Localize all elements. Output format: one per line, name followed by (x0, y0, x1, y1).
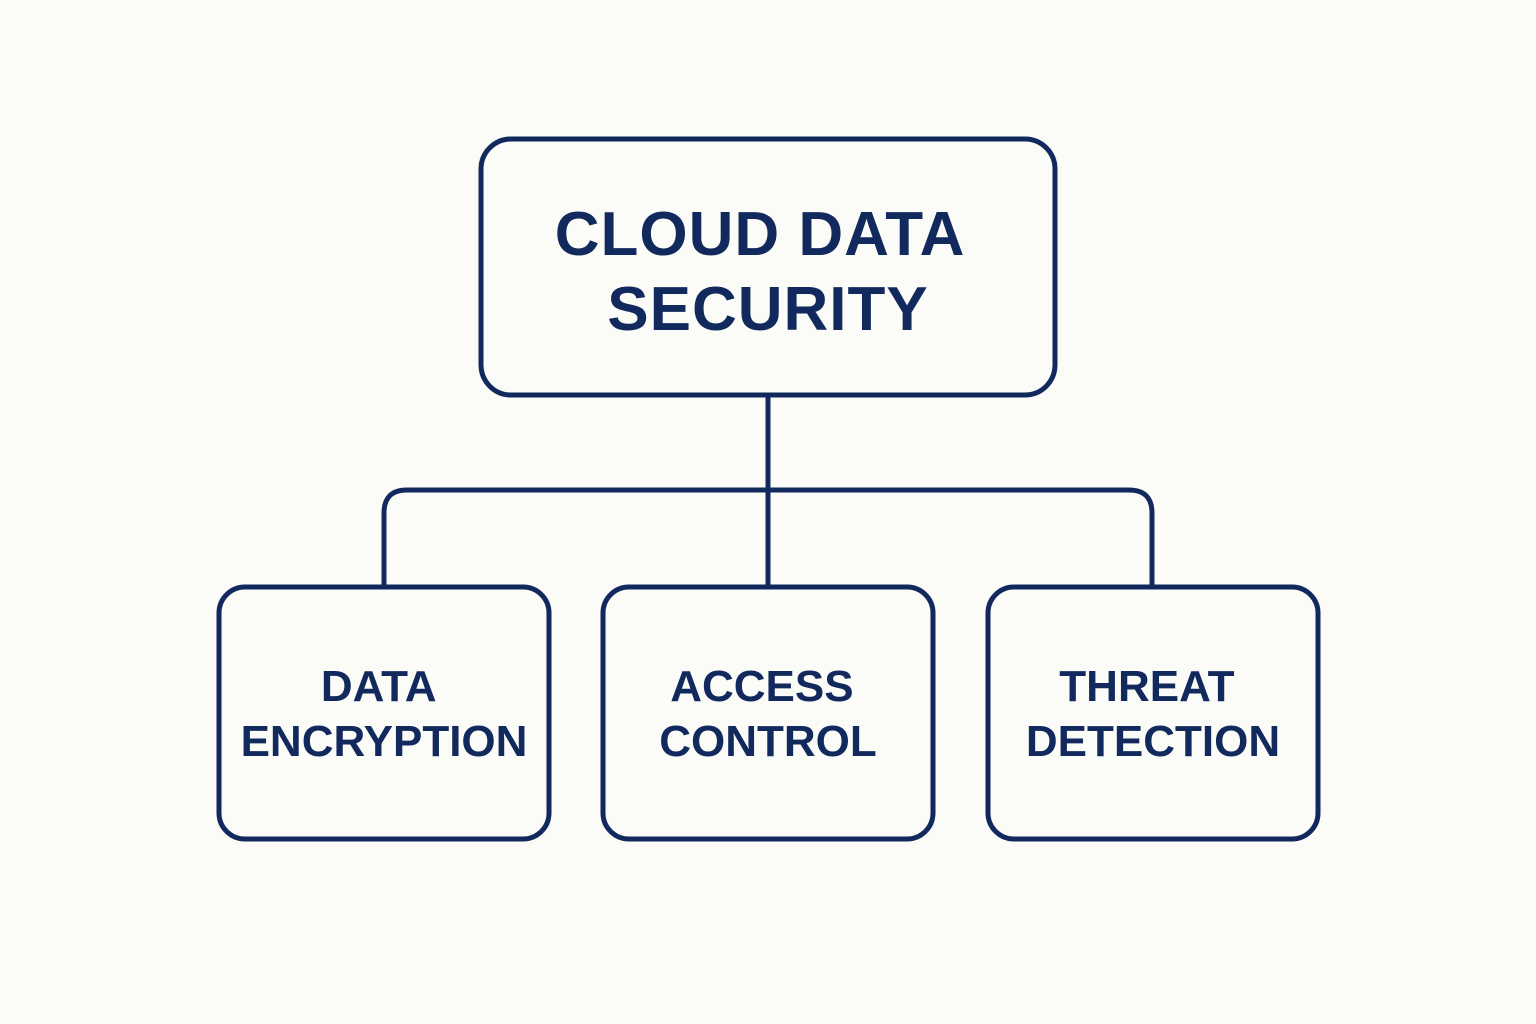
child-node-threat-detection: THREAT DETECTION (985, 584, 1321, 842)
child-node-data-encryption: DATA ENCRYPTION (216, 584, 552, 842)
child-label-line-1: THREAT (1059, 662, 1234, 711)
child-label-line-2: DETECTION (1026, 717, 1280, 766)
child-node-label: ACCESS CONTROL (659, 662, 877, 766)
root-node-label: CLOUD DATA SECURITY (555, 200, 982, 344)
child-node-access-control: ACCESS CONTROL (600, 584, 936, 842)
root-node: CLOUD DATA SECURITY (478, 136, 1058, 398)
child-node-label: THREAT DETECTION (1026, 662, 1280, 766)
child-node-label: DATA ENCRYPTION (241, 662, 528, 766)
child-node-box (600, 584, 936, 842)
root-node-box (478, 136, 1058, 398)
child-label-line-2: ENCRYPTION (241, 717, 528, 766)
root-label-line-1: CLOUD DATA (555, 200, 964, 269)
child-label-line-1: DATA (321, 662, 436, 711)
child-node-box (985, 584, 1321, 842)
child-label-line-2: CONTROL (659, 717, 877, 766)
child-label-line-1: ACCESS (670, 662, 853, 711)
root-label-line-2: SECURITY (607, 275, 928, 344)
child-node-box (216, 584, 552, 842)
